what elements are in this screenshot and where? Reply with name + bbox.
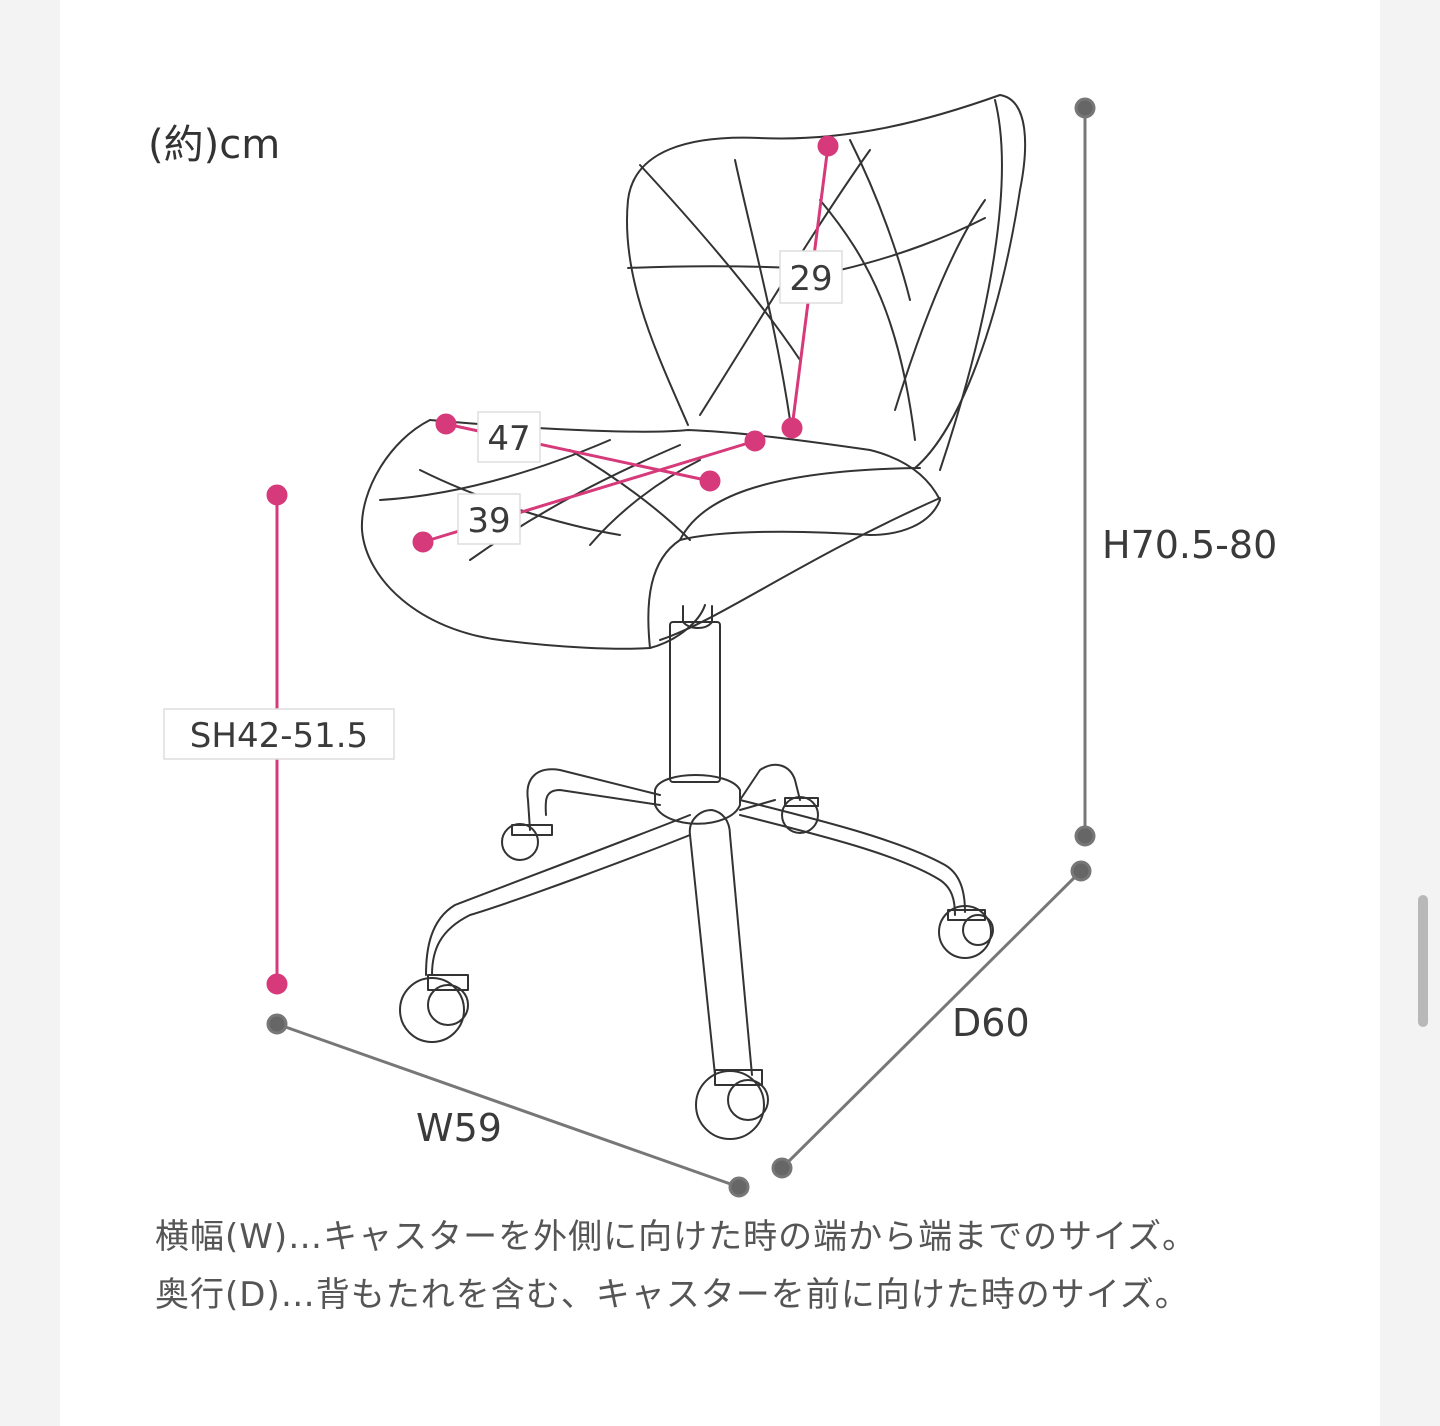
unit-label: (約)cm [148,122,281,168]
label-box-seat-depth: 39 [457,493,521,545]
note-width: 横幅(W)…キャスターを外側に向けた時の端から端までのサイズ。 [155,1217,1198,1257]
label-box-seat-height: SH42-51.5 [163,708,395,760]
grey-dimension-lines [266,97,1096,1198]
seat-depth-label: 39 [467,501,510,541]
seat-height-label: SH42-51.5 [190,716,368,756]
label-box-back-height: 29 [779,250,843,304]
chair-illustration [360,94,1027,1140]
total-height-label: H70.5-80 [1102,523,1277,567]
back-height-label: 29 [789,259,832,299]
depth-label: D60 [952,1001,1030,1045]
dimension-notes: 横幅(W)…キャスターを外側に向けた時の端から端までのサイズ。 奥行(D)…背も… [155,1208,1355,1324]
label-box-seat-width: 47 [477,411,541,463]
seat-width-label: 47 [487,419,530,459]
scrollbar-thumb[interactable] [1418,895,1428,1027]
note-depth: 奥行(D)…背もたれを含む、キャスターを前に向けた時のサイズ。 [155,1275,1190,1315]
width-label: W59 [416,1106,502,1150]
accent-dimension-lines [266,135,839,995]
